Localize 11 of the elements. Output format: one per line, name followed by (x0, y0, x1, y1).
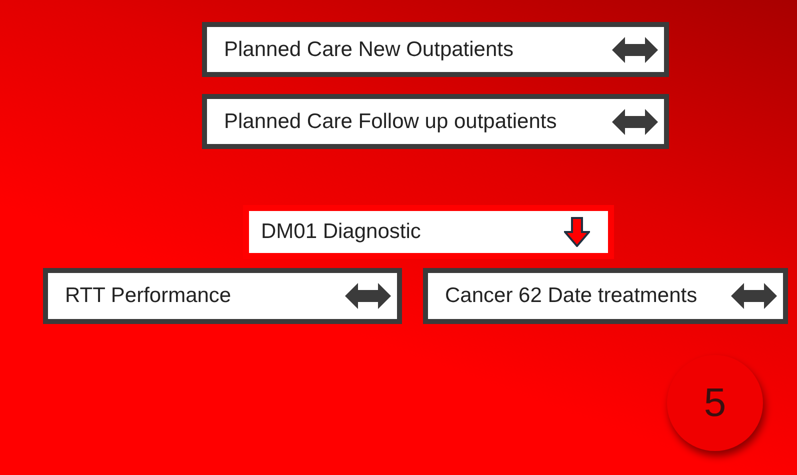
status-box (202, 22, 669, 77)
metric-label: Planned Care Follow up outpatients (224, 110, 557, 134)
metric-label: DM01 Diagnostic (261, 220, 421, 244)
status-box (202, 94, 669, 149)
metric-label: RTT Performance (65, 284, 232, 308)
status-box (243, 205, 614, 259)
status-box (43, 268, 402, 324)
page-number: 5 (704, 380, 726, 426)
status-box (423, 268, 788, 324)
metric-label: Cancer 62 Date treatments (445, 284, 698, 308)
metric-label: Planned Care New Outpatients (224, 38, 514, 62)
